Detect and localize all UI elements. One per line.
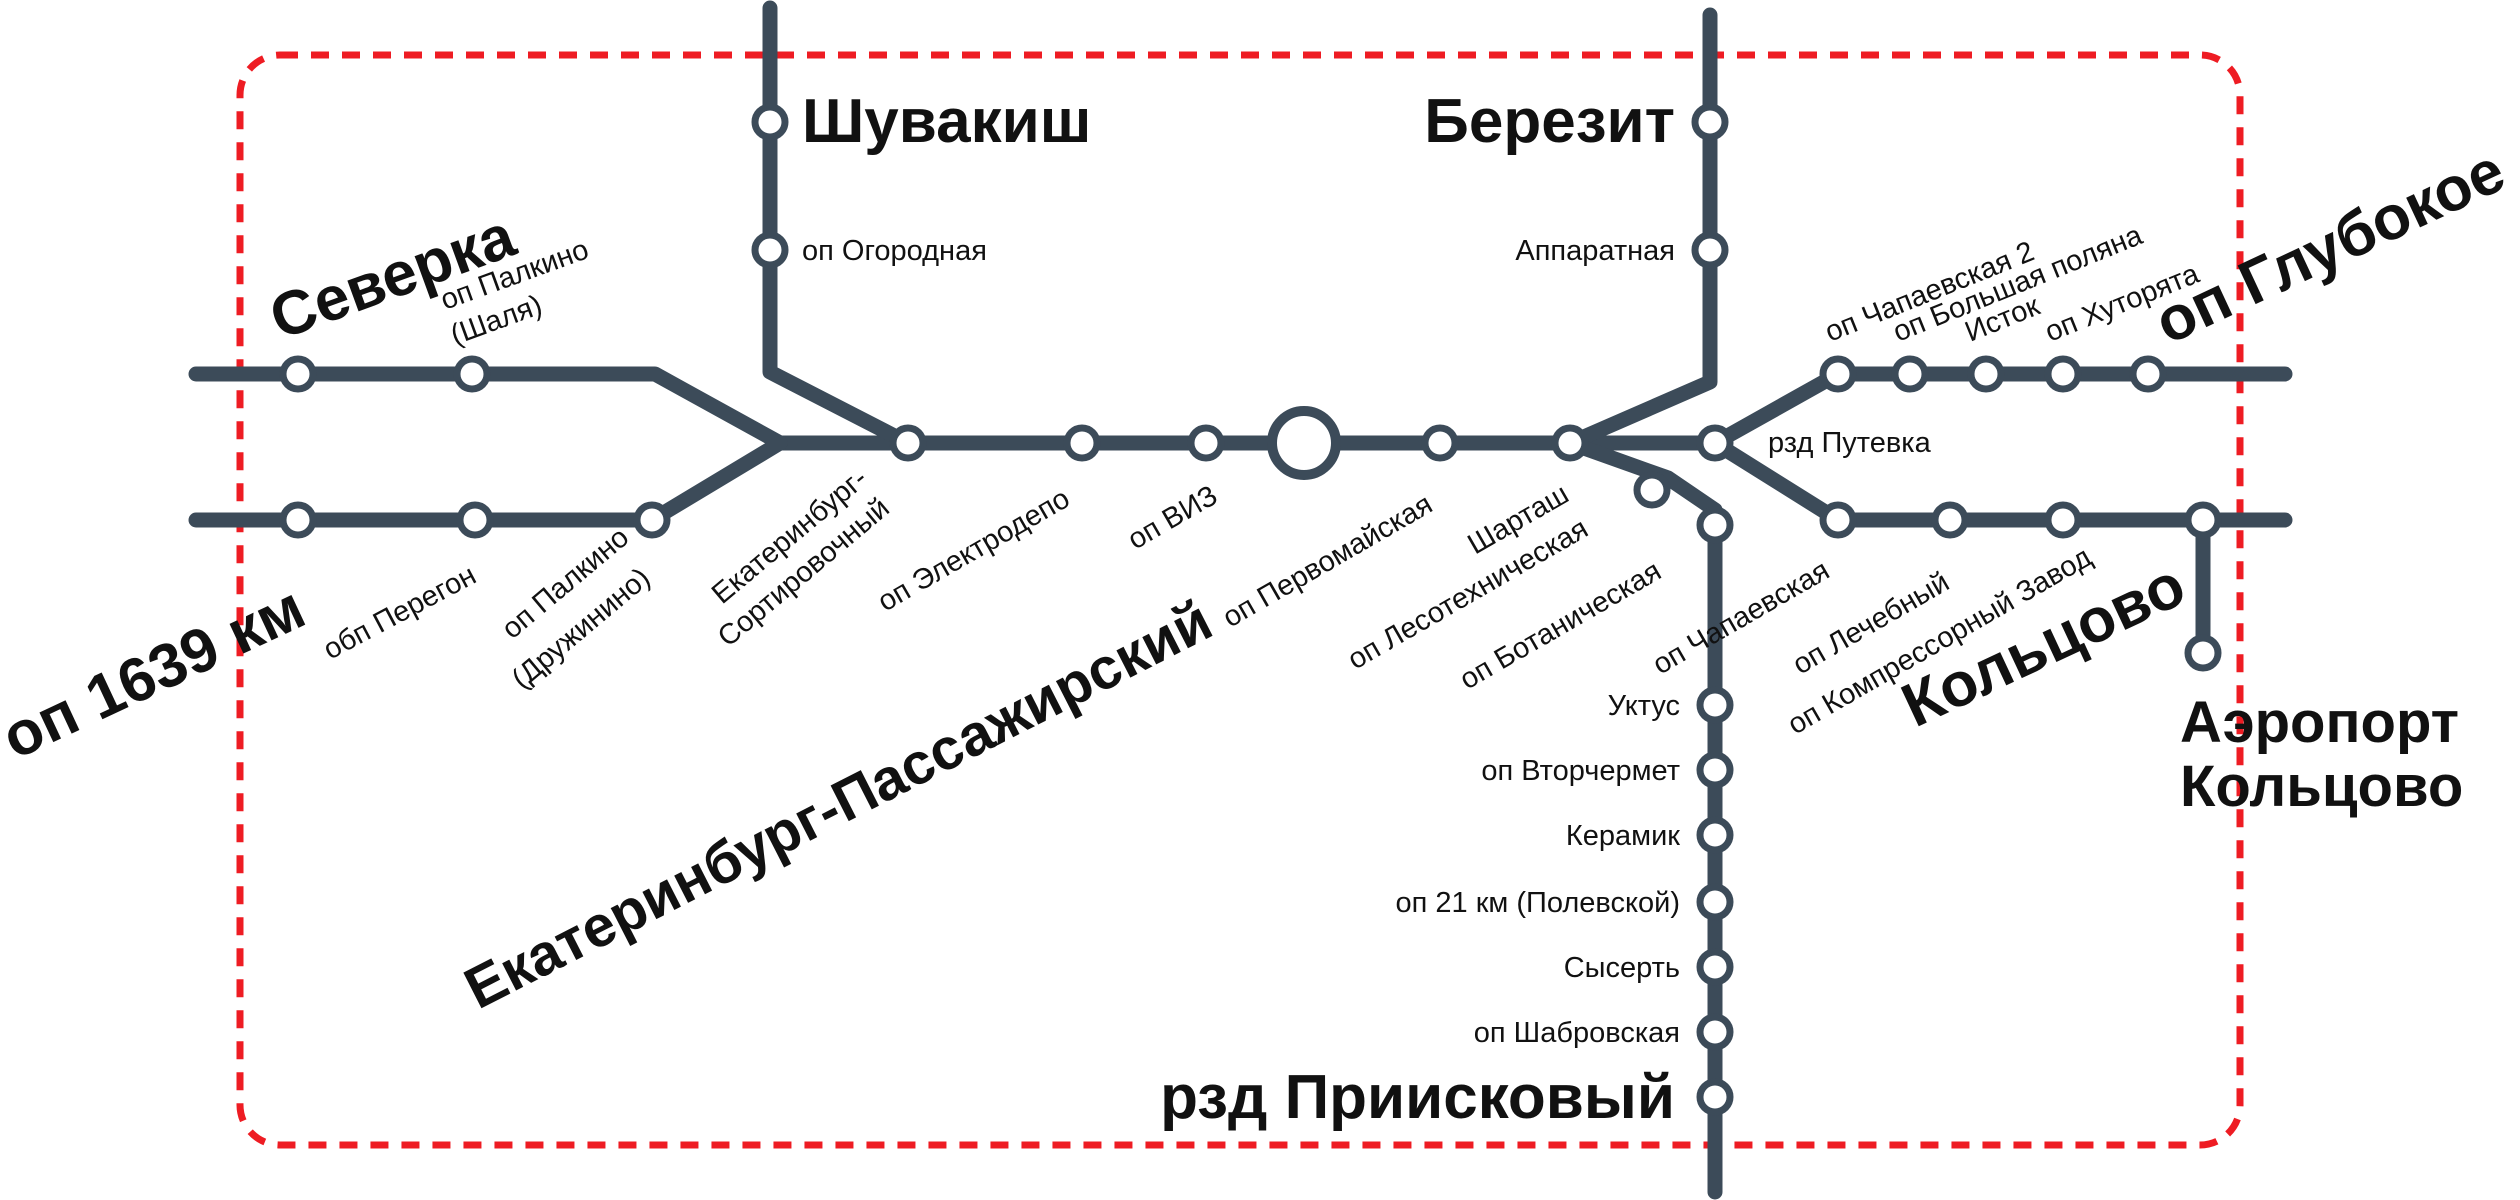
station-label-elektrodepo: оп Электродепо — [873, 483, 1076, 619]
station-marker-shabrovskaya[interactable] — [1696, 1013, 1734, 1051]
station-marker-bolshaya-polyana[interactable] — [1891, 355, 1929, 393]
station-marker-berezit[interactable] — [1691, 103, 1729, 141]
station-label-putevka: рзд Путевка — [1768, 427, 1932, 459]
station-marker-1639km[interactable] — [279, 501, 317, 539]
station-label-aeroport-2: Кольцово — [2180, 754, 2463, 819]
station-marker-putevka[interactable] — [1696, 424, 1734, 462]
station-marker-ogorodnaya[interactable] — [751, 231, 789, 269]
station-marker-sysert[interactable] — [1696, 948, 1734, 986]
station-marker-peregon[interactable] — [456, 501, 494, 539]
station-marker-lechebny[interactable] — [1819, 501, 1857, 539]
station-label-apparatnaya: Аппаратная — [1515, 235, 1675, 267]
station-label-1639km: оп 1639 км — [0, 573, 315, 773]
station-marker-severka[interactable] — [279, 355, 317, 393]
station-label-viz: оп ВИЗ — [1123, 480, 1224, 557]
station-marker-passazhirsky[interactable] — [1267, 406, 1341, 480]
station-marker-keramik[interactable] — [1696, 816, 1734, 854]
station-marker-vtorchermet[interactable] — [1696, 751, 1734, 789]
station-labels: Шувакиш оп Огородная Березит Аппаратная … — [0, 87, 2515, 1132]
station-marker-aeroport[interactable] — [2184, 634, 2222, 672]
station-marker-21km[interactable] — [1696, 883, 1734, 921]
station-label-ogorodnaya: оп Огородная — [802, 235, 987, 267]
station-marker-apparatnaya[interactable] — [1691, 231, 1729, 269]
station-label-vtorchermet: оп Вторчермет — [1481, 755, 1680, 787]
station-marker-palkino-shalya[interactable] — [453, 355, 491, 393]
station-marker-palkino-druzhinino[interactable] — [633, 501, 671, 539]
station-label-uktus: Уктус — [1608, 690, 1680, 722]
station-marker-botanicheskaya[interactable] — [1633, 471, 1671, 509]
station-marker-shartash[interactable] — [1551, 424, 1589, 462]
station-label-21km: оп 21 км (Полевской) — [1395, 887, 1680, 919]
station-marker-koltsovo[interactable] — [2044, 501, 2082, 539]
station-marker-kompressorny[interactable] — [1931, 501, 1969, 539]
station-marker-pervomayskaya[interactable] — [1421, 424, 1459, 462]
station-marker-glubokoe[interactable] — [2129, 355, 2167, 393]
station-marker-shuvakish[interactable] — [751, 103, 789, 141]
station-label-shuvakish: Шувакиш — [802, 87, 1091, 156]
station-marker-elektrodepo[interactable] — [1063, 424, 1101, 462]
station-markers — [279, 103, 2222, 1116]
track-severka-branch — [188, 366, 788, 451]
station-marker-chapaevskaya2[interactable] — [1819, 355, 1857, 393]
station-marker-chapaevskaya[interactable] — [1696, 506, 1734, 544]
station-marker-uktus[interactable] — [1696, 686, 1734, 724]
station-label-aeroport-1: Аэропорт — [2180, 690, 2459, 755]
track-berezit-branch — [1562, 7, 1718, 451]
zone-boundary — [236, 51, 2244, 1149]
station-marker-sortirovochny[interactable] — [889, 424, 927, 462]
station-marker-khutoryata[interactable] — [2044, 355, 2082, 393]
station-label-glubokoe: оп Глубокое — [2145, 136, 2515, 358]
station-label-keramik: Керамик — [1566, 820, 1680, 852]
station-marker-istok[interactable] — [1967, 355, 2005, 393]
station-label-shabrovskaya: оп Шабровская — [1474, 1017, 1680, 1049]
station-marker-priiskovy[interactable] — [1696, 1078, 1734, 1116]
station-label-berezit: Березит — [1424, 87, 1675, 156]
station-label-priiskovy: рзд Приисковый — [1160, 1063, 1675, 1132]
station-marker-koltsovo-junction[interactable] — [2184, 501, 2222, 539]
station-marker-viz[interactable] — [1187, 424, 1225, 462]
station-label-peregon: обп Перегон — [318, 559, 481, 666]
station-label-sysert: Сысерть — [1564, 952, 1680, 984]
track-shuvakish-branch — [762, 0, 916, 451]
